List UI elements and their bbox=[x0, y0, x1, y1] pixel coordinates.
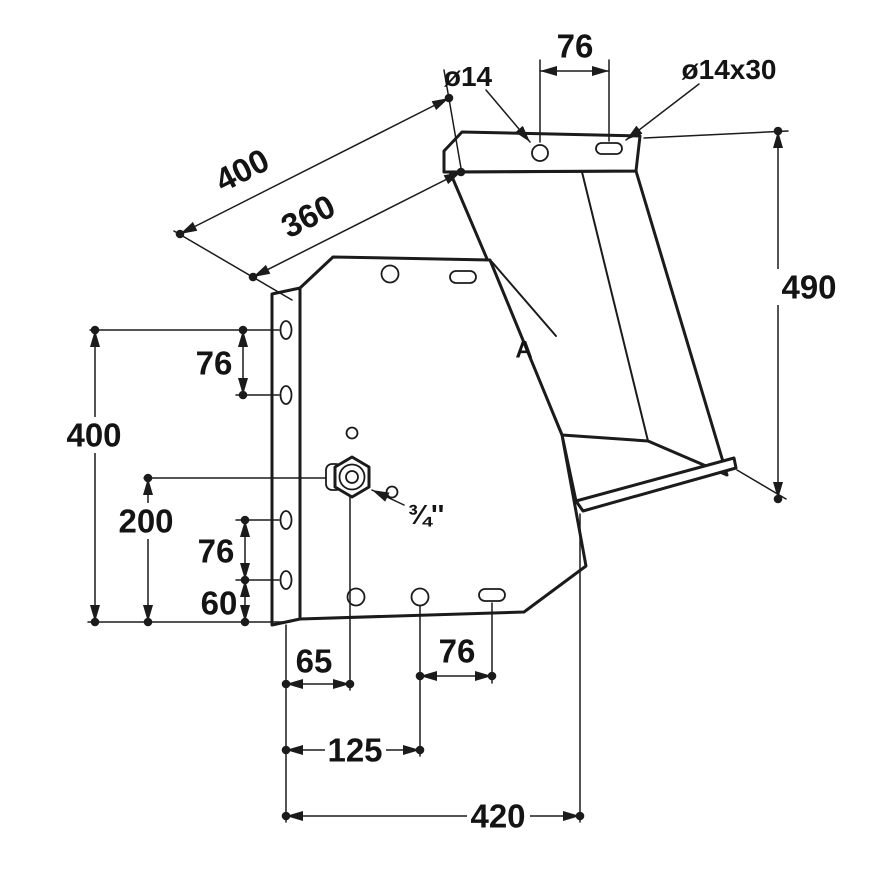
measure-dots bbox=[90, 93, 783, 821]
spout-lip bbox=[574, 456, 738, 513]
wall-flange bbox=[270, 286, 302, 627]
dim-label-dia14x30: ø14x30 bbox=[682, 54, 777, 85]
dim-label-dia14: ø14 bbox=[444, 61, 493, 92]
dim-label-490: 490 bbox=[781, 269, 836, 306]
extension-lines bbox=[87, 59, 789, 823]
flange-slot-3 bbox=[279, 510, 293, 530]
plate-hole-bottom-left bbox=[346, 587, 366, 607]
dim-label-76-top: 76 bbox=[557, 28, 594, 65]
dim-label-360-diagonal: 360 bbox=[275, 187, 341, 245]
dim-line-400-diagonal bbox=[179, 97, 450, 235]
dim-label-76-left-lower: 76 bbox=[198, 533, 235, 570]
duct-seam bbox=[581, 171, 649, 442]
section-a-label: A bbox=[515, 336, 532, 363]
dim-label-65: 65 bbox=[296, 643, 333, 680]
flange-hole-slot bbox=[595, 142, 623, 155]
valve-fitting bbox=[143, 426, 399, 691]
leader-dia14x30 bbox=[625, 83, 700, 141]
dim-label-76-bottom: 76 bbox=[439, 633, 476, 670]
dim-label-400-left: 400 bbox=[66, 417, 121, 454]
flange-slot-4 bbox=[279, 570, 293, 590]
plate-hole-top bbox=[380, 264, 400, 284]
main-plate bbox=[298, 255, 588, 621]
dim-label-200: 200 bbox=[118, 503, 173, 540]
dim-line-360-diagonal bbox=[252, 171, 462, 278]
flange-slot-2 bbox=[279, 385, 293, 405]
dim-label-125: 125 bbox=[327, 732, 382, 769]
label-masks bbox=[64, 269, 841, 834]
leader-thread bbox=[371, 489, 405, 506]
thread-size-label: ¾'' bbox=[408, 499, 445, 530]
dim-label-76-left-upper: 76 bbox=[196, 345, 233, 382]
valve-circle-inner bbox=[345, 470, 359, 484]
dim-label-420: 420 bbox=[470, 798, 525, 835]
plate-hole-bottom-mid bbox=[410, 587, 430, 607]
plate-corner-edge bbox=[491, 261, 557, 337]
dimension-lines bbox=[90, 66, 783, 821]
small-hole-above-valve bbox=[345, 426, 359, 440]
plate-slot-top bbox=[449, 270, 477, 284]
flange-hole-round bbox=[531, 144, 549, 162]
small-hole-right-of-valve bbox=[385, 485, 399, 499]
leader-dia14 bbox=[485, 89, 531, 143]
flange-slot-1 bbox=[279, 320, 293, 340]
dim-label-60: 60 bbox=[201, 585, 238, 622]
plate-slot-bottom bbox=[478, 588, 506, 602]
